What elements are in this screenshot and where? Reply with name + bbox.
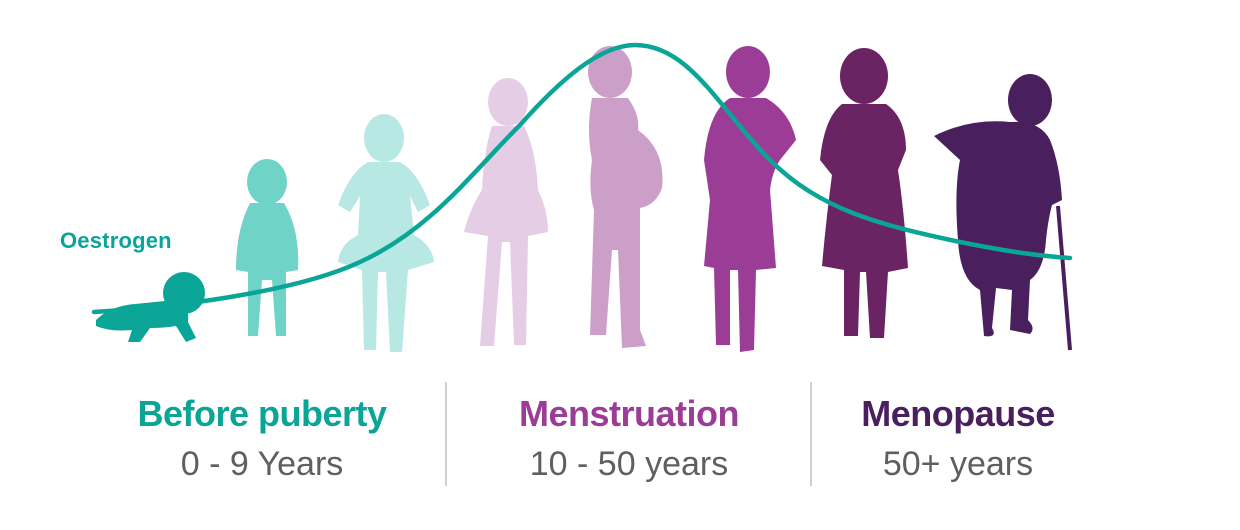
stage-title: Menopause bbox=[861, 393, 1055, 434]
stage-range: 10 - 50 years bbox=[529, 445, 729, 483]
oestrogen-curve bbox=[91, 42, 1073, 315]
stage-title: Menstruation bbox=[518, 393, 740, 434]
girl-figure bbox=[338, 114, 434, 352]
stage-range: 50+ years bbox=[882, 445, 1034, 483]
elderly-woman-figure bbox=[934, 74, 1062, 337]
divider bbox=[810, 382, 812, 486]
stage-title: Before puberty bbox=[137, 393, 387, 434]
pregnant-woman-figure bbox=[588, 46, 663, 348]
middle-aged-woman-figure bbox=[820, 48, 908, 338]
oestrogen-label: Oestrogen bbox=[60, 228, 172, 253]
stage-before-puberty: Before puberty 0 - 9 Years bbox=[97, 392, 427, 488]
divider bbox=[445, 382, 447, 486]
stage-menopause: Menopause 50+ years bbox=[793, 392, 1123, 488]
stage-range: 0 - 9 Years bbox=[180, 445, 344, 483]
teenager-figure bbox=[464, 78, 548, 346]
toddler-figure bbox=[236, 159, 299, 336]
walking-cane bbox=[1056, 205, 1072, 351]
stage-menstruation: Menstruation 10 - 50 years bbox=[464, 392, 794, 488]
adult-woman-figure bbox=[704, 46, 796, 352]
